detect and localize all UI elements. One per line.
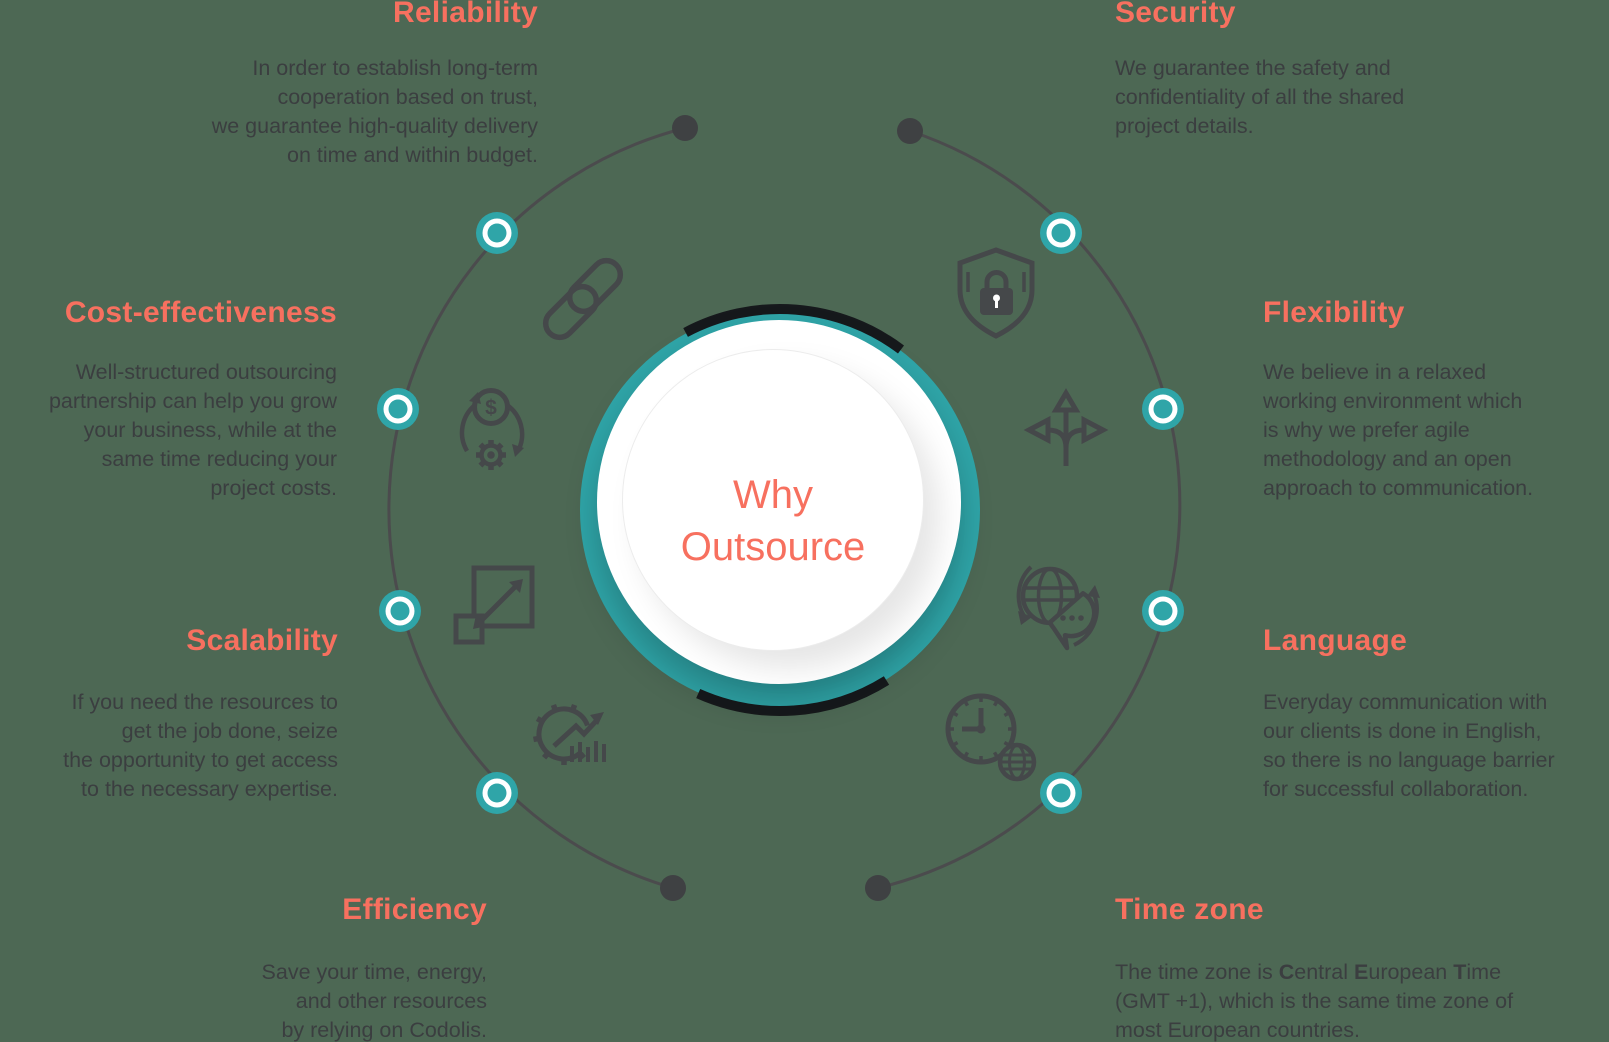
section-title: Language: [1263, 624, 1408, 657]
gear-chart-icon: [532, 703, 606, 765]
section-title: Cost-effectiveness: [64, 296, 337, 329]
shield-lock-icon: [957, 247, 1035, 339]
section-cost-effectiveness: Cost-effectiveness Well-structured outso…: [0, 296, 337, 503]
node-markers: [377, 212, 1184, 814]
end-dot: [897, 118, 923, 144]
clock-globe-icon: [945, 693, 1037, 782]
section-body: If you need the resources to get the job…: [63, 690, 338, 801]
section-time-zone: Time zone The time zone is Central Europ…: [1115, 893, 1565, 1042]
node-marker-cost: [377, 388, 419, 430]
section-title: Efficiency: [342, 893, 487, 926]
section-body: Save your time, energy, and other resour…: [261, 960, 487, 1042]
node-marker-timezone: [1040, 772, 1082, 814]
node-marker-flexibility: [1142, 388, 1184, 430]
section-body: We guarantee the safety and confidential…: [1115, 56, 1405, 138]
ring-black-arc-top: [683, 304, 905, 354]
svg-text:$: $: [485, 397, 497, 420]
globe-chat-icon: [1016, 565, 1100, 651]
section-title: Time zone: [1115, 893, 1264, 926]
section-language: Language Everyday communication with our…: [1263, 624, 1593, 804]
section-reliability: Reliability In order to establish long-t…: [150, 0, 538, 170]
section-body: Well-structured outsourcing partnership …: [48, 360, 337, 500]
scale-expand-icon: [453, 565, 535, 645]
end-dot: [672, 115, 698, 141]
section-body: Everyday communication with our clients …: [1263, 690, 1555, 801]
section-flexibility: Flexibility We believe in a relaxed work…: [1263, 296, 1593, 503]
section-title: Reliability: [392, 0, 538, 29]
three-way-arrows-icon: [1023, 388, 1109, 466]
section-body: In order to establish long-term cooperat…: [211, 56, 538, 167]
node-marker-reliability: [476, 212, 518, 254]
orbit-arc-left: [387, 126, 686, 890]
section-security: Security We guarantee the safety and con…: [1115, 0, 1475, 141]
section-body: The time zone is Central European Time (…: [1115, 960, 1514, 1042]
section-title: Security: [1115, 0, 1236, 29]
node-marker-security: [1040, 212, 1082, 254]
node-marker-efficiency: [476, 772, 518, 814]
section-title: Flexibility: [1263, 296, 1405, 329]
section-body: We believe in a relaxed working environm…: [1263, 360, 1534, 500]
node-marker-language: [1142, 590, 1184, 632]
node-marker-scalability: [379, 590, 421, 632]
center-inner-circle: Why Outsource: [622, 349, 924, 651]
end-dot: [660, 875, 686, 901]
end-dot: [865, 875, 891, 901]
section-title: Scalability: [186, 624, 338, 657]
center-title: Why Outsource: [680, 473, 866, 569]
coin-gear-cycle-icon: $: [459, 388, 525, 470]
ring-black-arc-bottom: [696, 676, 890, 716]
section-scalability: Scalability If you need the resources to…: [0, 624, 338, 804]
chain-link-icon: [542, 257, 624, 341]
section-efficiency: Efficiency Save your time, energy, and o…: [130, 893, 487, 1042]
orbit-arc-right: [877, 129, 1182, 890]
orbit-end-dots: [660, 115, 923, 901]
